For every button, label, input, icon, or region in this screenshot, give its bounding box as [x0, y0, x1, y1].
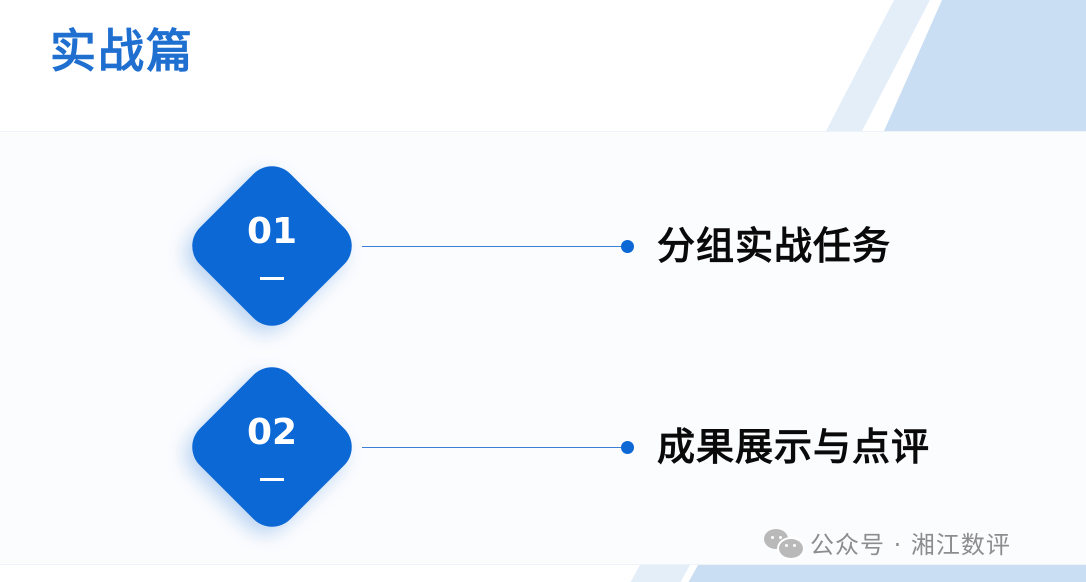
page-title: 实战篇 [50, 24, 194, 78]
item-2-diamond-badge: 02 [181, 356, 363, 538]
wechat-icon [762, 525, 805, 560]
item-1-connector-dot [621, 240, 634, 253]
footer-decor-stripe-light [630, 565, 690, 582]
item-1-dash [260, 277, 284, 280]
footer-band [0, 564, 1086, 582]
item-2-dash [260, 478, 284, 481]
item-1-connector-line [362, 246, 624, 247]
item-1-label: 分组实战任务 [657, 224, 892, 268]
watermark: 公众号 · 湘江数评 [762, 522, 1011, 562]
content-area [0, 132, 1086, 564]
header-band: 实战篇 [0, 0, 1086, 132]
item-2-connector-line [362, 447, 624, 448]
item-1-number: 01 [246, 211, 298, 252]
item-1-diamond-badge: 01 [181, 155, 363, 337]
watermark-text: 公众号 · 湘江数评 [810, 530, 1011, 559]
footer-decor-stripe-dark [688, 565, 1086, 582]
item-2-connector-dot [621, 441, 634, 454]
item-2-label: 成果展示与点评 [657, 425, 931, 469]
item-2-number: 02 [246, 412, 298, 453]
